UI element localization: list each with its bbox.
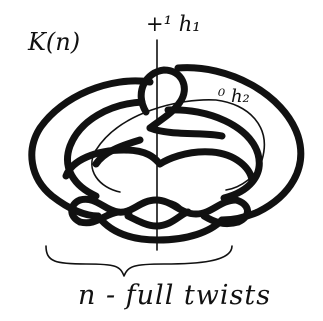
twist-right-end (232, 196, 251, 226)
clasp-crossing (146, 124, 226, 140)
inner-arch (62, 146, 256, 184)
twist-count-caption: n - full twists (78, 280, 272, 311)
clasp-strand (137, 66, 188, 132)
knot-name-label: K(n) (28, 28, 81, 56)
middle-strand-left (64, 98, 146, 200)
framing-h2-label: ⁰ h₂ (218, 86, 250, 107)
framing-h1-label: +¹ h₁ (146, 12, 201, 36)
bottom-strand (94, 212, 226, 244)
twist-strand-upper (76, 195, 240, 218)
twist-brace (45, 245, 233, 277)
middle-strand-right (164, 106, 263, 202)
twist-left-end (68, 196, 84, 226)
twist-center-loop (130, 198, 184, 225)
